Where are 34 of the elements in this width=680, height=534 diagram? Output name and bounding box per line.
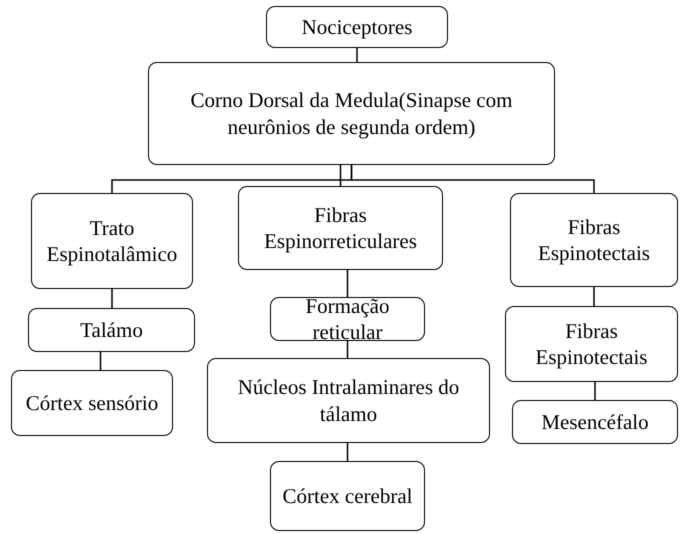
process-box	[148, 62, 555, 165]
process-box	[207, 358, 490, 443]
connector-line	[356, 48, 358, 62]
connector-line	[350, 165, 595, 193]
box-label: Fibras Espinotectais	[534, 318, 648, 370]
box-label: Córtex cerebral	[282, 482, 412, 510]
box-label: Trato Espinotalâmico	[46, 214, 178, 268]
box-label: Fibras Espinotectais	[537, 214, 651, 266]
connector-line	[594, 382, 596, 400]
connector-line	[100, 352, 102, 370]
process-box	[28, 308, 195, 352]
process-box	[31, 193, 193, 289]
process-box	[270, 461, 425, 531]
process-box	[238, 186, 443, 270]
process-box	[510, 193, 678, 287]
connector-line	[346, 270, 348, 297]
connector-line	[111, 289, 113, 308]
box-label: Fibras Espinorreticulares	[263, 202, 418, 254]
process-box	[270, 297, 425, 341]
box-label: Núcleos Intralaminares do tálamo	[236, 374, 460, 427]
process-box	[266, 6, 448, 48]
box-label: Talámo	[80, 316, 143, 344]
connector-line	[340, 165, 342, 186]
box-label: Córtex sensório	[26, 390, 158, 416]
connector-line	[346, 341, 348, 358]
process-box	[512, 400, 678, 444]
connector-line	[593, 287, 595, 306]
box-label: Mesencéfalo	[541, 408, 649, 436]
box-label: Corno Dorsal da Medula(Sinapse com neurônios de segunda ordem)	[190, 87, 514, 140]
process-box	[505, 306, 678, 382]
box-label: Nociceptores	[302, 14, 412, 40]
connector-line	[346, 443, 348, 461]
box-label: Formação reticular	[304, 292, 390, 346]
process-box	[11, 370, 173, 436]
